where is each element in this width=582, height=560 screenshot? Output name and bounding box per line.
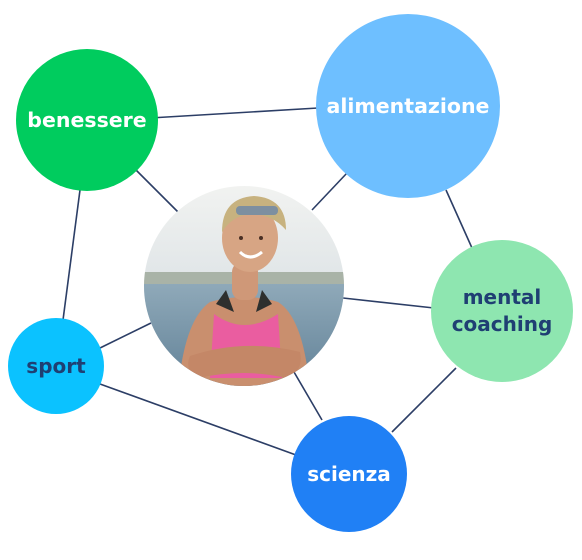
connector-benessere-alimentazione	[149, 107, 319, 119]
sport-label: sport	[26, 354, 86, 378]
woman-swimmer-photo	[144, 186, 344, 386]
mental-coaching-label-line2: coaching	[452, 312, 553, 336]
mental-coaching-label-line1: mental	[463, 285, 542, 309]
node-mental-coaching: mental coaching	[431, 240, 573, 382]
node-benessere: benessere	[16, 49, 158, 191]
mental-coaching-circle	[431, 240, 573, 382]
benessere-label: benessere	[27, 108, 146, 132]
benessere-circle	[16, 49, 158, 191]
scienza-label: scienza	[307, 462, 391, 486]
connector-alimentazione-photo	[311, 172, 348, 211]
connector-photo-scienza	[293, 371, 323, 421]
scienza-circle	[291, 416, 407, 532]
connector-photo-mental	[342, 297, 435, 309]
connector-lines	[62, 107, 473, 456]
sport-circle	[8, 318, 104, 414]
connector-sport-photo	[99, 322, 152, 349]
node-scienza: scienza	[291, 416, 407, 532]
connector-mental-scienza	[391, 367, 457, 433]
connector-benessere-photo	[135, 169, 179, 213]
alimentazione-circle	[316, 14, 500, 198]
connector-alimentazione-mental	[445, 189, 473, 249]
connector-benessere-sport	[62, 189, 81, 321]
node-sport: sport	[8, 318, 104, 414]
alimentazione-label: alimentazione	[327, 94, 490, 118]
node-alimentazione: alimentazione	[316, 14, 500, 198]
connector-sport-scienza	[99, 383, 297, 456]
